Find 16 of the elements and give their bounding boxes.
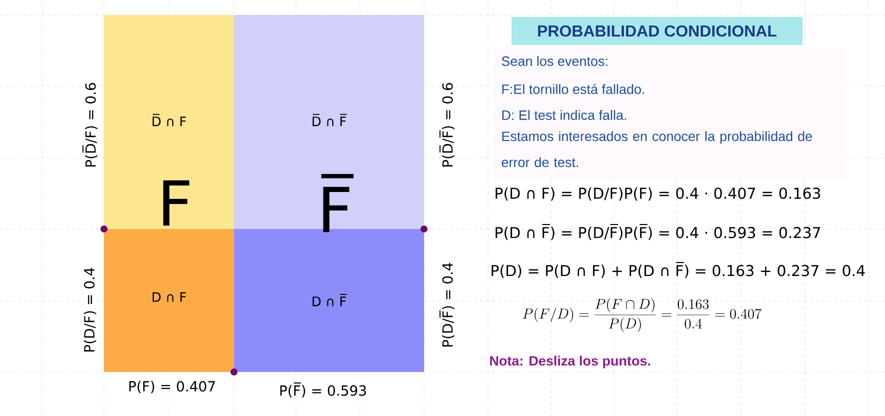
note-text: Nota: Desliza los puntos.: [490, 356, 650, 368]
body-text: Sean los eventos:: [502, 56, 608, 66]
formula: P(D) = P(D ∩ F) + P(D ∩ F̅) = 0.163 + 0.237 = 0.4: [492, 262, 865, 278]
probability-label: P(D/F̅) = 0.4: [440, 262, 454, 347]
probability-label: P(F) = 0.407: [129, 380, 215, 394]
body-text: F:El tornillo está fallado.: [502, 84, 644, 94]
event-letter: F: [163, 180, 190, 226]
body-text: Estamos interesados en conocer la probabilidad de error de test.: [502, 131, 812, 168]
title-box: PROBABILIDAD CONDICIONAL: [512, 17, 802, 45]
formula: P(D ∩ F) = P(D/F)P(F) = 0.4 · 0.407 = 0.163: [496, 187, 820, 201]
region-rectangle: D ∩ F: [104, 229, 234, 372]
probability-label: P(D̅/F̅) = 0.6: [440, 83, 454, 167]
probability-label: P(D/F) = 0.4: [84, 268, 96, 352]
body-text: D: El test indica falla.: [502, 110, 626, 120]
formula: $P(F/D) = \frac{P(F\cap D)}{P(D)} = \frac{0.163}{0.4} = 0.407$: [522, 298, 762, 332]
formula: P(D ∩ F̅) = P(D/F̅)P(F̅) = 0.4 · 0.593 = 0.237: [496, 224, 820, 240]
